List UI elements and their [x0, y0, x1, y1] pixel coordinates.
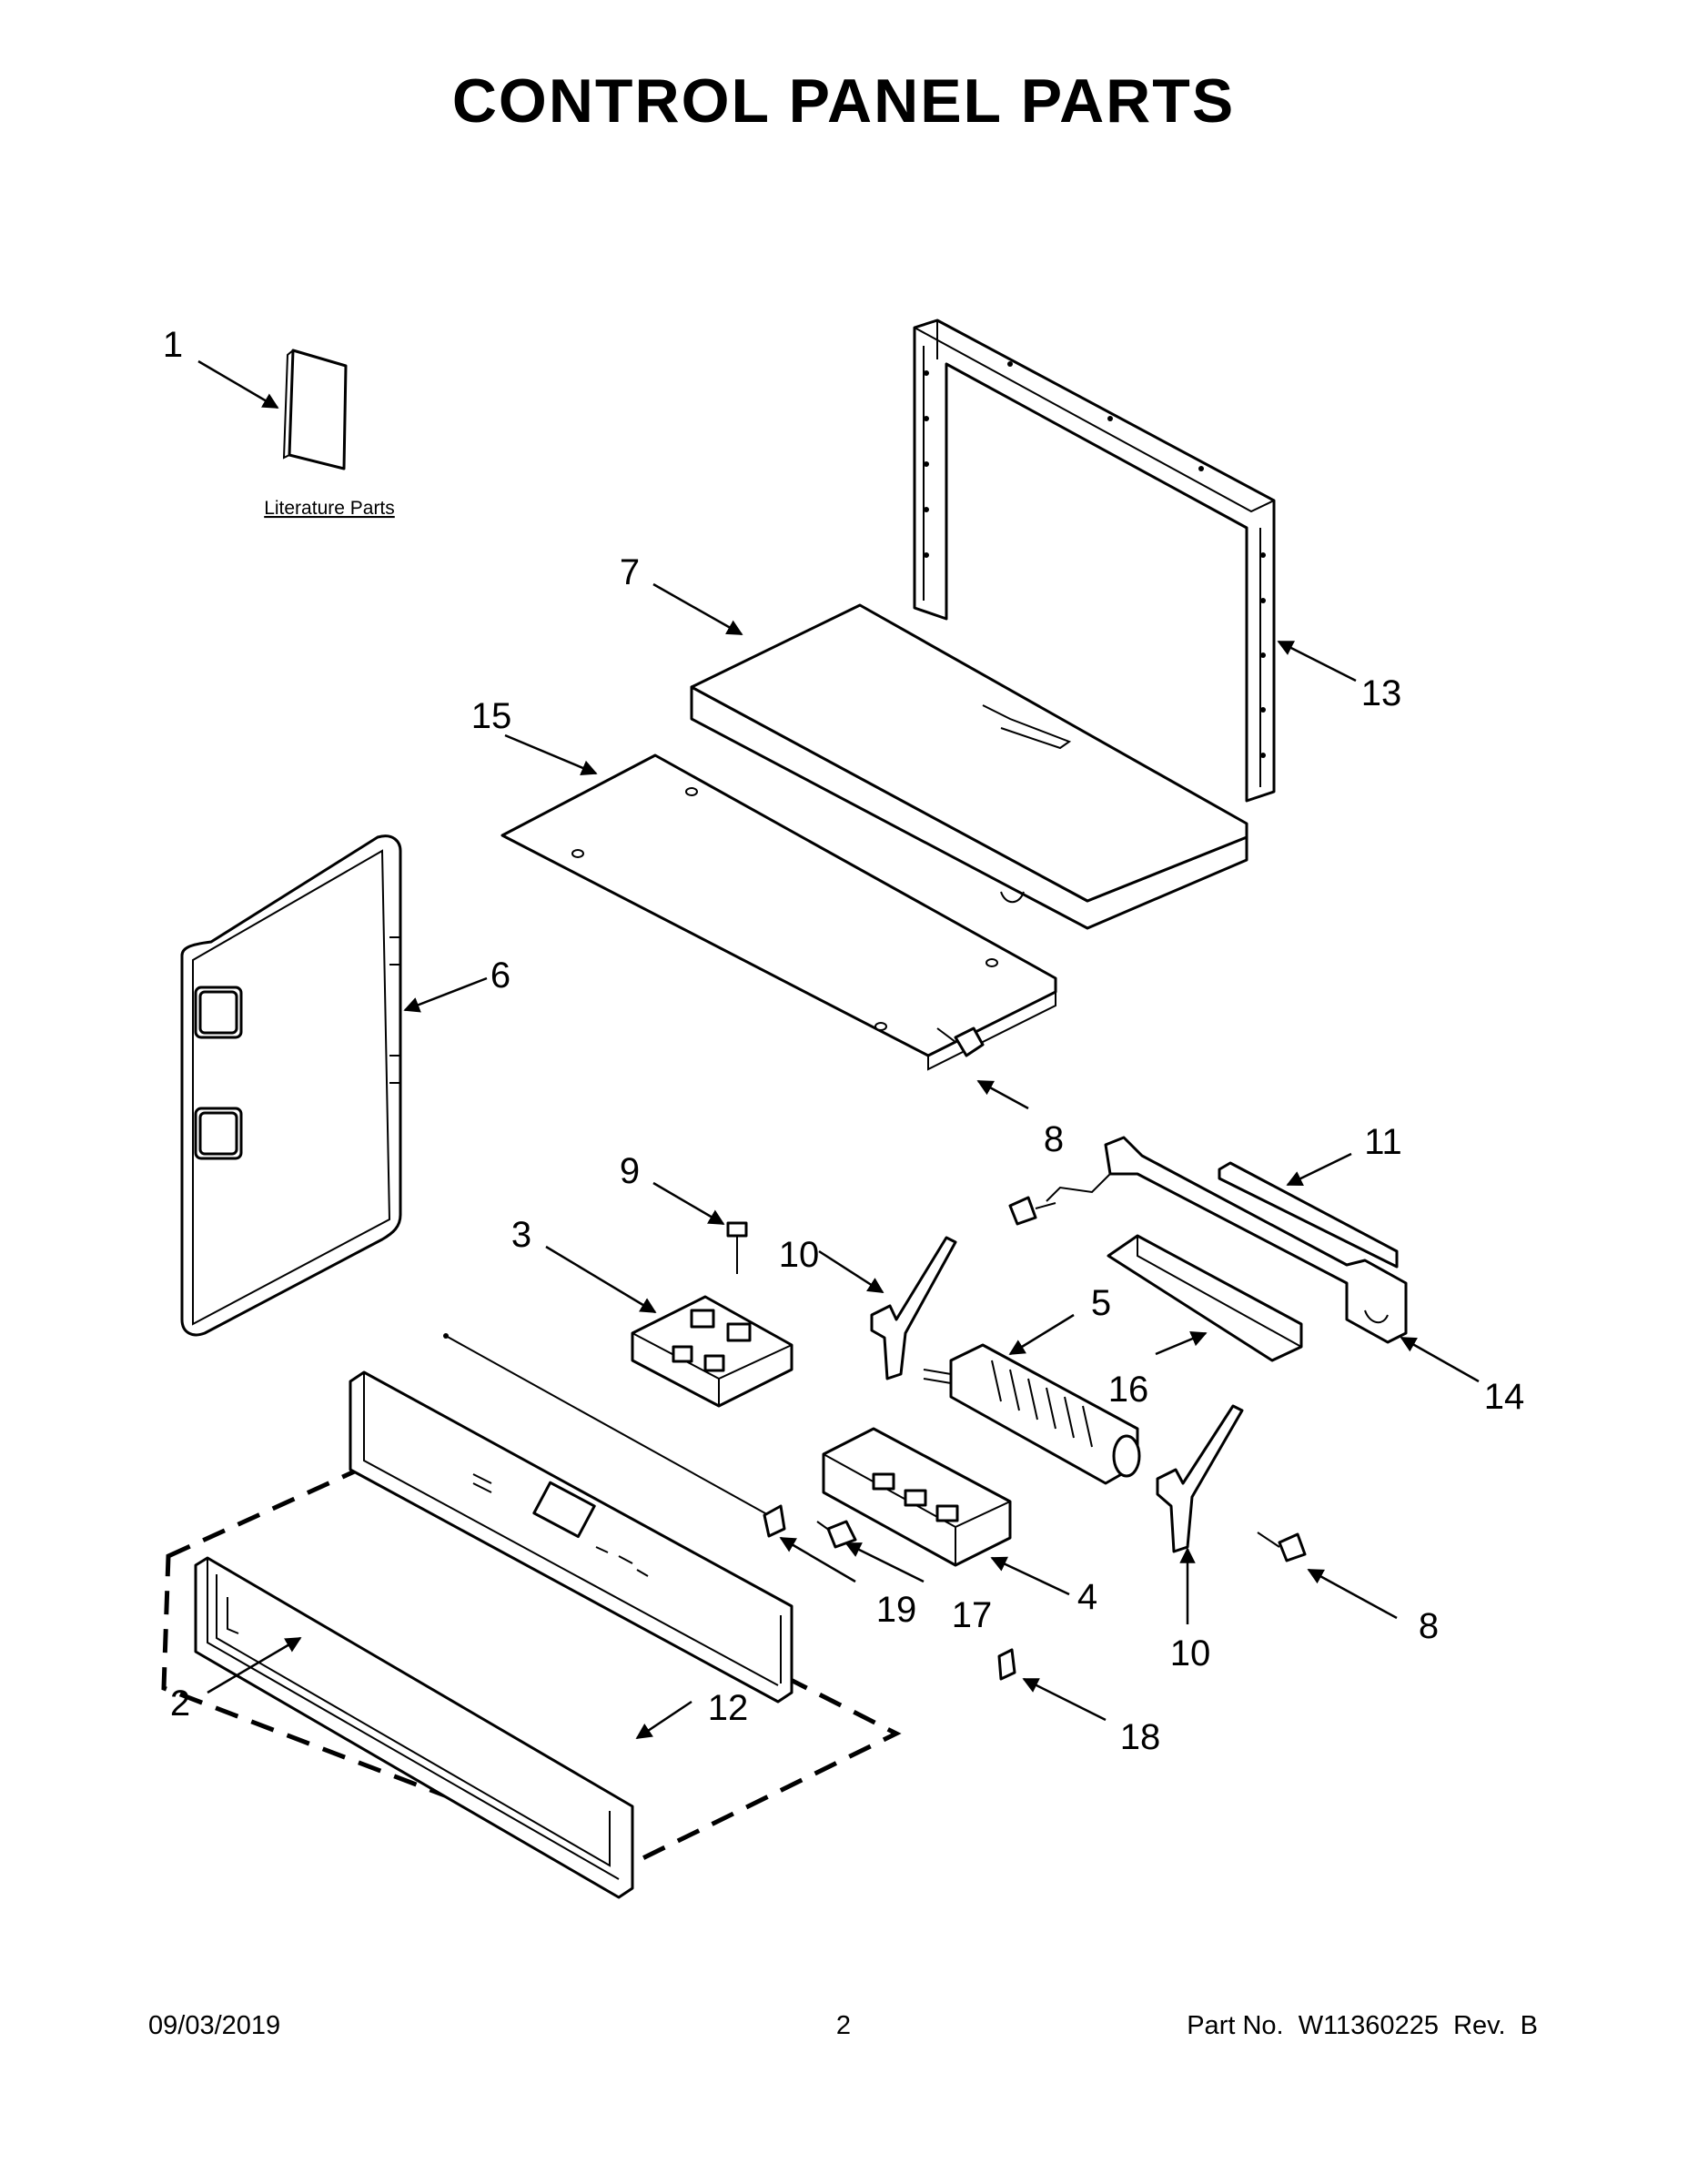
part-8-screw-left — [1008, 1196, 1056, 1226]
leader-lines — [197, 359, 1480, 1740]
callout-5: 5 — [1091, 1283, 1111, 1323]
part-7-cover — [690, 603, 1248, 930]
part-18-clip — [997, 1648, 1016, 1681]
callout-10-upper: 10 — [779, 1235, 820, 1275]
part-6-side-panel — [180, 834, 402, 1337]
callout-8-upper: 8 — [1044, 1119, 1064, 1159]
callout-2: 2 — [170, 1684, 190, 1724]
part-2-assembly-outline — [161, 1462, 902, 1868]
callout-6: 6 — [490, 956, 510, 996]
callout-18: 18 — [1120, 1717, 1161, 1757]
callout-19: 19 — [876, 1590, 917, 1630]
callout-7: 7 — [620, 552, 640, 592]
callout-12: 12 — [708, 1688, 749, 1728]
part-4-board-tray — [822, 1427, 1012, 1567]
part-12-console — [349, 1370, 793, 1704]
callout-17: 17 — [952, 1595, 993, 1635]
callout-3: 3 — [511, 1215, 531, 1255]
part-8-screw-upper — [936, 1026, 985, 1057]
callout-11: 11 — [1364, 1122, 1402, 1162]
part-17-screw — [816, 1520, 857, 1549]
footer-date: 09/03/2019 — [148, 2011, 280, 2040]
part-9-screw — [726, 1221, 748, 1274]
callout-1: 1 — [163, 325, 183, 365]
part-2-trim-bezel — [194, 1556, 634, 1899]
part-10-bracket-right — [1156, 1404, 1244, 1553]
part-10-bracket-left — [870, 1236, 957, 1380]
callout-9: 9 — [620, 1151, 640, 1191]
part-1-literature-booklet: Literature Parts — [264, 349, 395, 519]
callout-15: 15 — [471, 696, 512, 736]
part-3-control-board — [631, 1295, 793, 1408]
part-13-frame — [913, 318, 1276, 803]
part-15-plate — [500, 753, 1057, 1071]
callout-13: 13 — [1361, 673, 1402, 713]
part-8-screw-right — [1257, 1532, 1307, 1562]
callout-4: 4 — [1077, 1577, 1097, 1617]
part-19-wire-clip — [443, 1333, 786, 1538]
part-16-shield — [1107, 1234, 1303, 1362]
callout-10-lower: 10 — [1170, 1633, 1211, 1673]
part-5-fan-blower — [923, 1343, 1141, 1485]
callout-8-lower: 8 — [1419, 1606, 1439, 1646]
footer-part-number: Part No. W11360225 Rev. B — [1187, 2011, 1538, 2040]
part-14-bracket — [1046, 1136, 1408, 1344]
footer-page-number: 2 — [836, 2011, 851, 2040]
callout-14: 14 — [1484, 1377, 1525, 1417]
callout-numbers: 1 2 3 4 5 6 7 8 8 9 10 10 11 12 13 14 15… — [163, 325, 1524, 1757]
callout-16: 16 — [1108, 1370, 1149, 1410]
part-11-strip — [1218, 1161, 1399, 1269]
literature-parts-label: Literature Parts — [264, 498, 395, 519]
page-title: CONTROL PANEL PARTS — [452, 66, 1235, 136]
